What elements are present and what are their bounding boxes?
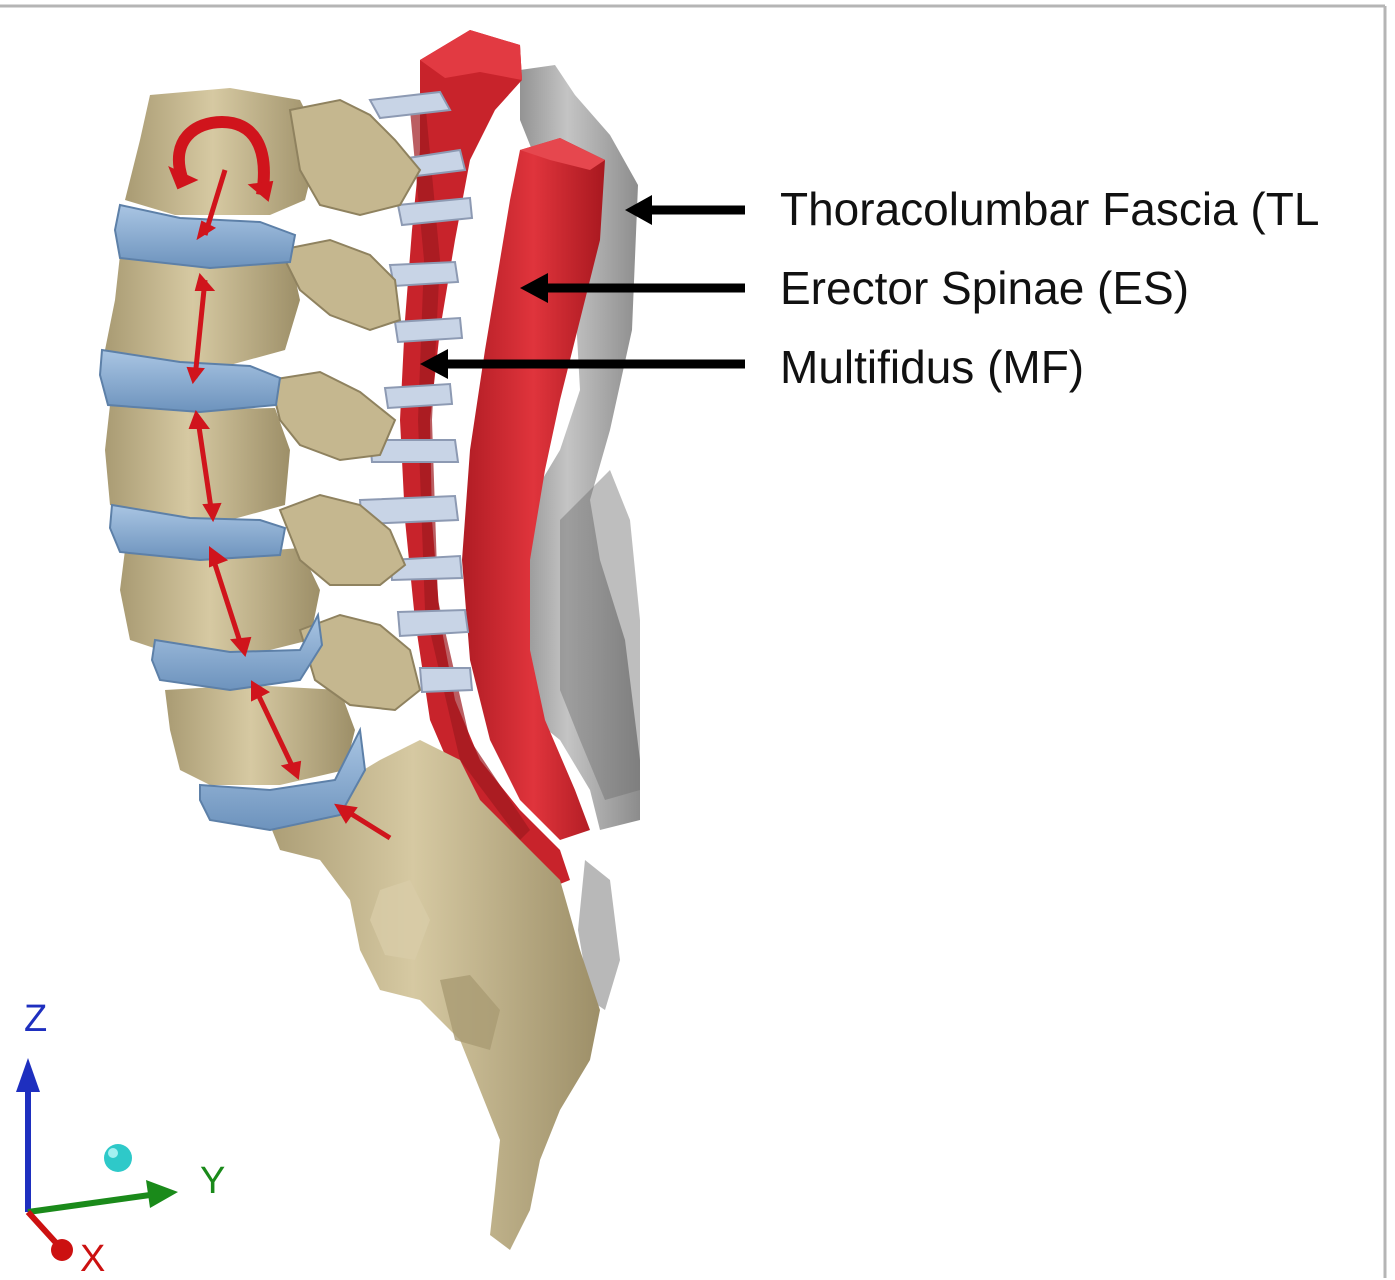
label-erector-spinae: Erector Spinae (ES) xyxy=(780,265,1189,311)
x-axis-tip xyxy=(51,1239,73,1261)
vertebra-l4 xyxy=(120,548,320,655)
vertebra-l1 xyxy=(125,88,320,215)
label-multifidus: Multifidus (MF) xyxy=(780,344,1084,390)
axis-label-z: Z xyxy=(24,1000,47,1038)
origin-dot xyxy=(104,1144,132,1172)
x-axis xyxy=(28,1212,58,1245)
axis-label-y: Y xyxy=(200,1162,225,1200)
y-axis xyxy=(28,1195,150,1212)
coordinate-axes xyxy=(16,1058,178,1261)
label-thoracolumbar-fascia: Thoracolumbar Fascia (TL xyxy=(780,186,1319,232)
axis-label-x: X xyxy=(80,1240,105,1278)
